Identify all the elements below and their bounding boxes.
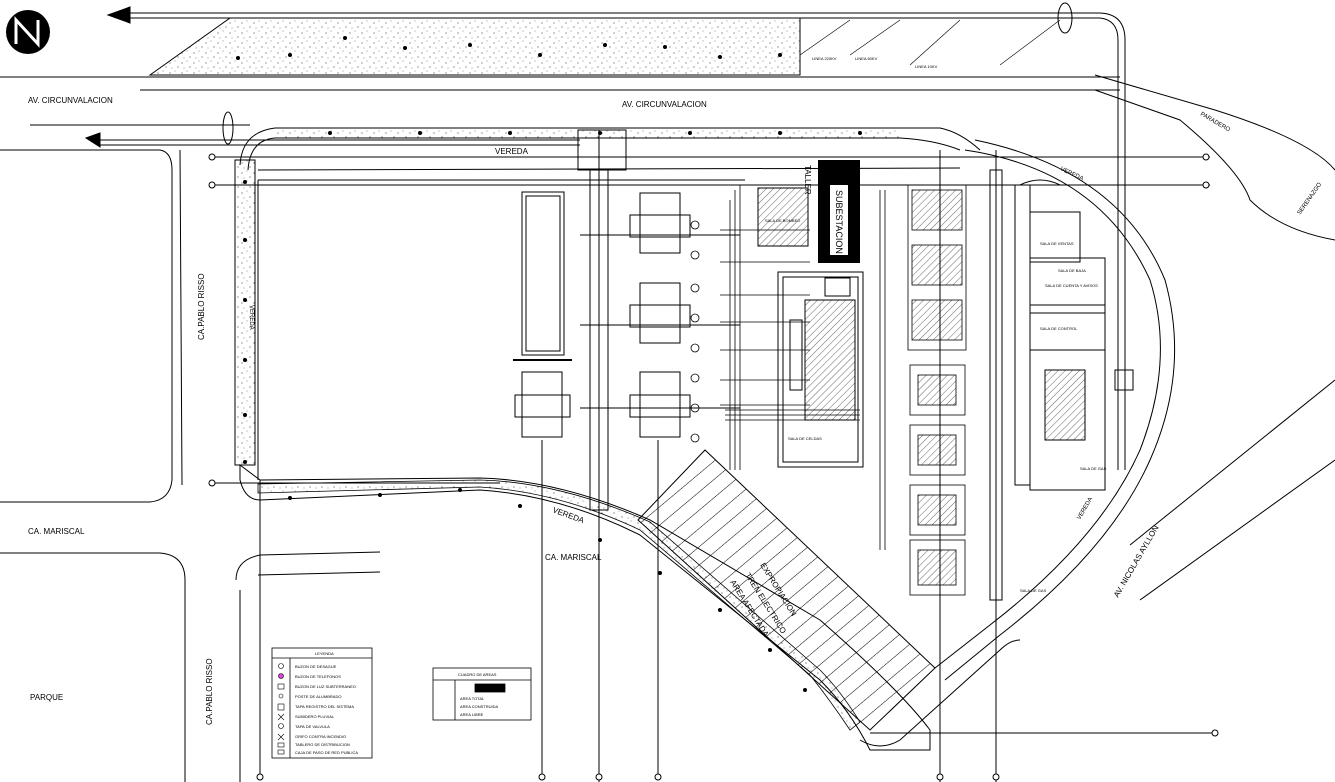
av-circunvalacion-center-label: AV. CIRCUNVALACION [622,100,707,109]
inner-boundary [210,156,1210,484]
sala-de-gas-bottom-label: SALA DE GAS [1020,588,1047,593]
legend-row: BUZON DE LUZ SUBTERRANEO [295,684,356,689]
sala-de-celdas-label: SALA DE CELDAS [788,436,822,441]
cable-lines [720,185,860,470]
ca-pablo-risso-lower-label: CA.PABLO RISSO [205,658,214,725]
column-structure [577,129,740,782]
legend-row: BUZON DE DESAGUE [295,664,337,669]
sala-de-bombeo-label: SALA DE BOMBEO [765,218,800,223]
legend-row: BUZON DE TELEFONOS [295,674,341,679]
east-boundary [934,74,1335,681]
av-circunvalacion-left-label: AV. CIRCUNVALACION [28,96,113,105]
trees [236,36,862,692]
long-building [513,191,572,361]
sala-de-ventas-label: SALA DE VENTAS [1040,241,1074,246]
legend-row: TAPA DE VALVULA [295,724,330,729]
legend-row: POSTE DE ALUMBRADO [295,694,341,699]
legend-symbols [277,663,285,755]
expropiacion-area [637,449,936,731]
note-line-60: LINEA 60KV [855,56,878,61]
vereda-bottom-label: VEREDA [551,505,586,525]
southeast-road [859,639,1215,747]
ca-mariscal-center-label: CA. MARISCAL [545,553,602,562]
legend-row: TAPA REGISTRO DEL SISTEMA [295,704,354,709]
legend-rows: BUZON DE DESAGUE BUZON DE TELEFONOS BUZO… [295,664,358,755]
right-rails [939,150,1003,782]
legend-row: GRIFO CONTRA INCENDIO [295,734,346,739]
north-arrow-icon [6,10,50,54]
legend-row: CAJA DE PASO DE RED PUBLICA [295,750,358,755]
vereda-left-label: VEREDA [248,305,254,330]
vereda-right-label: VEREDA [1077,497,1095,521]
switchgear-cluster [879,184,967,596]
legend-title: LEYENDA [315,651,334,656]
road-lines [0,76,1120,503]
serenazgo-label: SERENAZGO [1297,182,1324,217]
note-line-220: LINEA 220KV [812,56,837,61]
sala-de-bombeo-block [757,187,809,247]
top-median [148,17,801,76]
note-line-10: LINEA 10KV [915,64,938,69]
grid-axes [208,153,1219,781]
vereda-right-top-label: VEREDA [1059,166,1084,182]
paradero-label: PARADERO [1199,112,1231,134]
subestacion-block [818,160,860,263]
vereda-top-label: VEREDA [495,147,529,156]
sala-de-control-label: SALA DE CONTROL [1040,326,1078,331]
title-block-header: CUADRO DE AREAS [458,672,497,677]
top-notes [799,19,1061,66]
title-block [432,667,532,721]
ca-pablo-risso-upper-label: CA.PABLO RISSO [197,273,206,340]
sala-de-cuenta-label: SALA DE CUENTA Y AVISOS [1045,283,1098,288]
av-nicolas-ayllon-label: AV. NICOLAS AYLLON [1112,524,1161,599]
title-block-line: AREA LIBRE [460,712,484,717]
legend-row: SUMIDERO PLUVIAL [295,714,335,719]
legend-table [271,647,373,759]
sala-de-celdas-block [777,271,864,468]
equipment-circles [690,220,700,443]
left-streets [0,551,381,782]
title-block-line: AREA CONSTRUIDA [460,704,499,709]
sala-de-baja-label: SALA DE BAJA [1058,268,1086,273]
subestacion-label: SUBESTACION [834,190,844,254]
ca-mariscal-left-label: CA. MARISCAL [28,527,85,536]
pump-units [514,192,691,438]
taller-label: TALLER [803,165,812,195]
title-block-line: AREA TOTAL [460,696,485,701]
right-rooms [1014,179,1134,491]
parque-label: PARQUE [30,693,63,702]
legend-row: TABLERO DE DISTRIBUCION [295,742,350,747]
sala-de-gas-label: SALA DE GAS [1080,466,1107,471]
